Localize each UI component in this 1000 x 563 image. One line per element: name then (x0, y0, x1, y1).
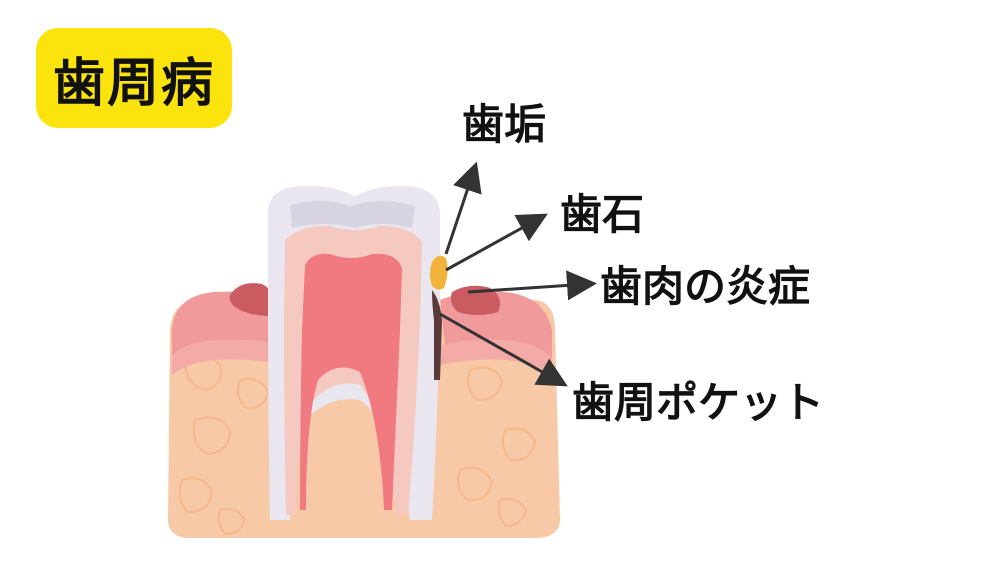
tooth-pulp (300, 253, 402, 510)
tartar-deposit (430, 255, 448, 290)
tooth-crown-highlight (290, 200, 415, 228)
label-gum-inflammation: 歯肉の炎症 (600, 262, 811, 311)
arrow-tartar (445, 213, 548, 272)
inflamed-gum-right (450, 285, 501, 315)
page-title: 歯周病 (52, 53, 215, 114)
inflamed-gum-left (229, 283, 277, 316)
gum-band-right (440, 339, 552, 375)
arrow-gum-inflammation (467, 270, 597, 301)
arrow-periodontal-pocket (439, 312, 568, 387)
label-periodontal-pocket: 歯周ポケット (572, 378, 825, 427)
label-plaque: 歯垢 (462, 100, 547, 149)
periodontal-pocket (432, 290, 442, 380)
leader-arrows (439, 161, 597, 387)
arrow-plaque (444, 161, 482, 255)
bone-texture (179, 355, 537, 536)
label-tartar: 歯石 (560, 190, 645, 239)
gum-band-left (172, 339, 288, 375)
title-badge: 歯周病 (36, 28, 232, 128)
